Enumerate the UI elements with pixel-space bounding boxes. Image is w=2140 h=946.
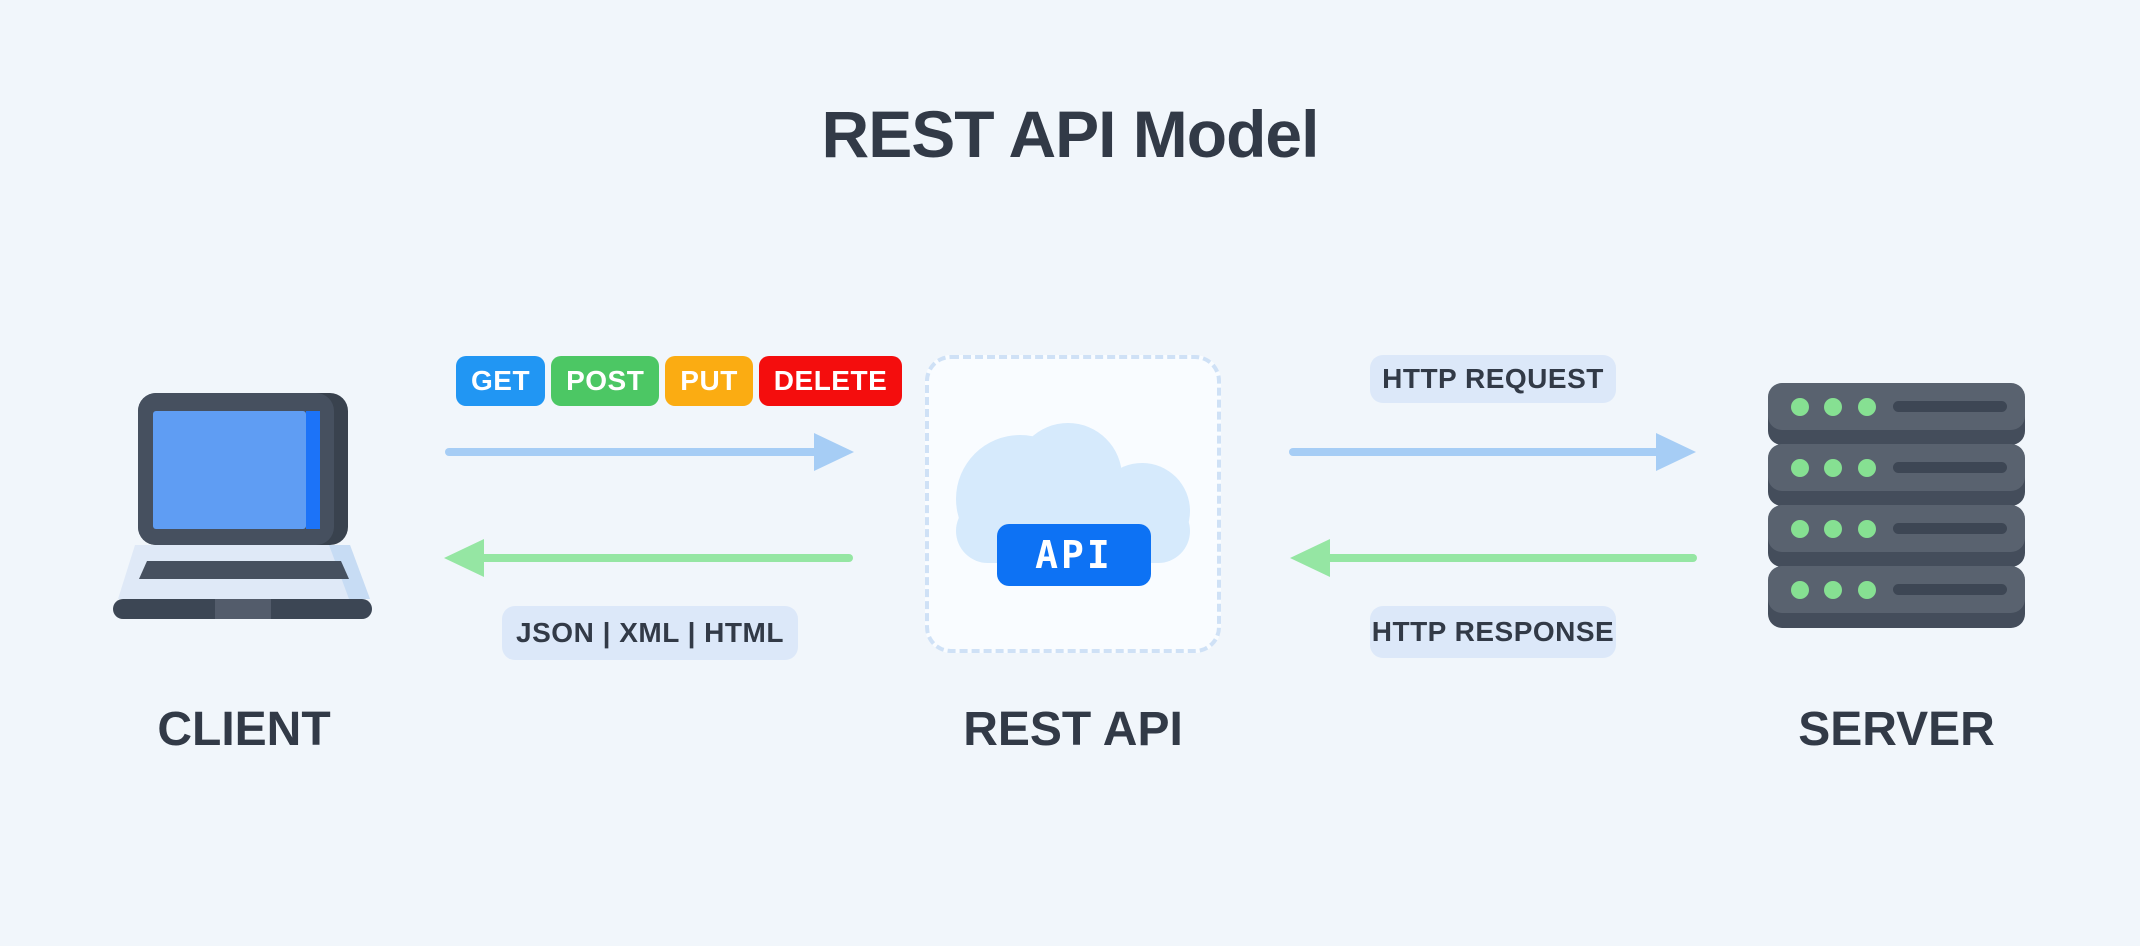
method-badge-post: POST bbox=[551, 356, 660, 406]
response-formats-pill: JSON | XML | HTML bbox=[502, 606, 798, 660]
method-badge-put: PUT bbox=[665, 356, 753, 406]
server-rack-icon bbox=[1768, 383, 2025, 628]
server-label: SERVER bbox=[1798, 703, 1995, 756]
client-label: CLIENT bbox=[157, 703, 331, 756]
arrow-api-to-server-icon bbox=[1289, 433, 1696, 471]
http-request-pill: HTTP REQUEST bbox=[1370, 355, 1616, 403]
page-title: REST API Model bbox=[821, 97, 1320, 171]
arrow-server-to-api-icon bbox=[1290, 539, 1697, 577]
method-badge-delete: DELETE bbox=[758, 356, 903, 406]
api-badge: API bbox=[997, 524, 1151, 586]
http-method-badges: GET POST PUT DELETE bbox=[456, 356, 903, 406]
http-response-pill: HTTP RESPONSE bbox=[1370, 606, 1616, 658]
rest-api-label: REST API bbox=[963, 703, 1183, 756]
arrow-client-to-api-icon bbox=[445, 433, 854, 471]
laptop-icon bbox=[113, 393, 372, 619]
arrow-api-to-client-icon bbox=[444, 539, 853, 577]
method-badge-get: GET bbox=[456, 356, 546, 406]
